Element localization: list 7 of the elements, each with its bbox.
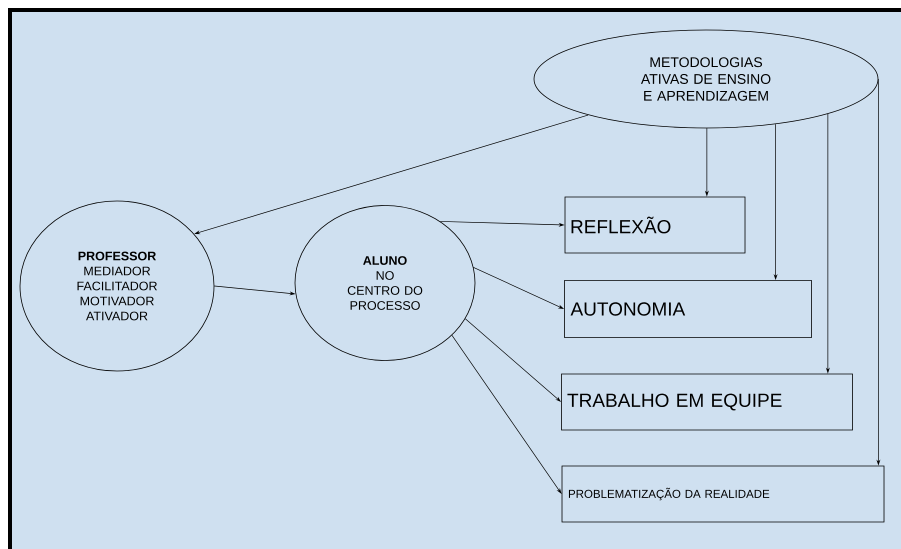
process-box: TRABALHO EM EQUIPE — [561, 374, 853, 430]
process-box: REFLEXÃO — [564, 196, 746, 254]
process-box: PROBLEMATIZAÇÃO DA REALIDADE — [562, 466, 884, 522]
process-box: AUTONOMIA — [564, 280, 812, 338]
ellipse-node: METODOLOGIAS ATIVAS DE ENSINO E APRENDIZAGEM — [534, 30, 878, 128]
ellipse-node: ALUNO NO CENTRO DO PROCESSO — [294, 205, 476, 361]
ellipse-node: PROFESSOR MEDIADOR FACILITADOR MOTIVADOR ATIVADOR — [20, 200, 214, 372]
